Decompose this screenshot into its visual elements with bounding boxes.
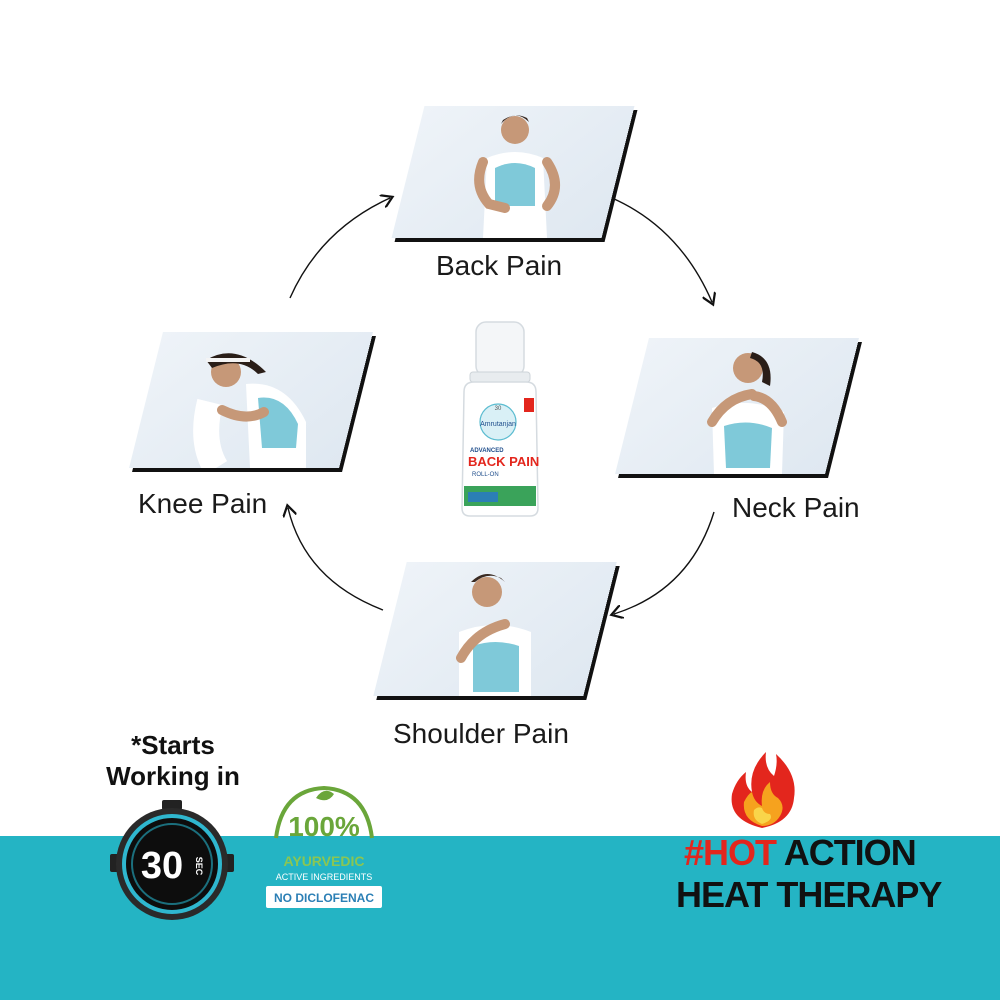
woman-shoulder-pain-figure xyxy=(456,574,531,696)
shoulder-pain-card xyxy=(373,562,617,696)
shoulder-pain-label: Shoulder Pain xyxy=(393,718,569,749)
starts-line2: Working in xyxy=(106,761,240,791)
hot-action-line1: #HOT ACTION xyxy=(684,832,917,874)
hot-action-line2: HEAT THERAPY xyxy=(676,874,942,915)
ayurvedic-line3: NO DICLOFENAC xyxy=(274,891,374,905)
starts-line1: *Starts xyxy=(131,730,215,760)
hot-word: HOT xyxy=(703,832,777,873)
arrow-shoulder-to-knee xyxy=(288,508,384,611)
ayurvedic-percent: 100% xyxy=(288,811,360,842)
bottle-line3: ROLL-ON xyxy=(472,472,499,478)
stopwatch-icon: 30 SEC xyxy=(110,800,234,920)
back-pain-label: Back Pain xyxy=(436,250,563,281)
back-pain-roll-on-bottle: Amrutanjan 30 ADVANCED BACK PAIN ROLL-ON xyxy=(461,321,539,517)
action-word: ACTION xyxy=(776,832,917,873)
hot-hash: # xyxy=(684,832,704,873)
knee-pain-card xyxy=(129,332,373,468)
starts-working-heading: *Starts Working in xyxy=(88,730,258,792)
arrow-back-to-neck xyxy=(611,197,712,302)
woman-neck-pain-figure xyxy=(707,352,787,474)
bottle-line1: ADVANCED xyxy=(470,448,504,454)
ayurvedic-badge: 100% AYURVEDIC ACTIVE INGREDIENTS NO DIC… xyxy=(266,785,382,908)
timer-value: 30 xyxy=(141,845,183,887)
arrow-neck-to-shoulder xyxy=(614,511,715,614)
flame-icon xyxy=(731,752,795,828)
ayurvedic-line1: AYURVEDIC xyxy=(284,853,365,869)
bottle-brand: Amrutanjan xyxy=(480,421,516,428)
hot-action-block: #HOT ACTION HEAT THERAPY xyxy=(660,740,942,920)
neck-pain-label: Neck Pain xyxy=(732,492,860,523)
woman-knee-pain-figure xyxy=(193,353,306,468)
bottle-badge: 30 xyxy=(495,406,502,412)
timer-unit: SEC xyxy=(194,857,204,876)
bottle-line2: BACK PAIN xyxy=(468,454,539,469)
back-pain-card xyxy=(391,106,635,238)
arrow-knee-to-back xyxy=(289,198,390,299)
neck-pain-card xyxy=(615,338,859,474)
knee-pain-label: Knee Pain xyxy=(138,488,268,519)
woman-back-pain-figure xyxy=(474,115,560,238)
ayurvedic-line2: ACTIVE INGREDIENTS xyxy=(276,872,373,882)
